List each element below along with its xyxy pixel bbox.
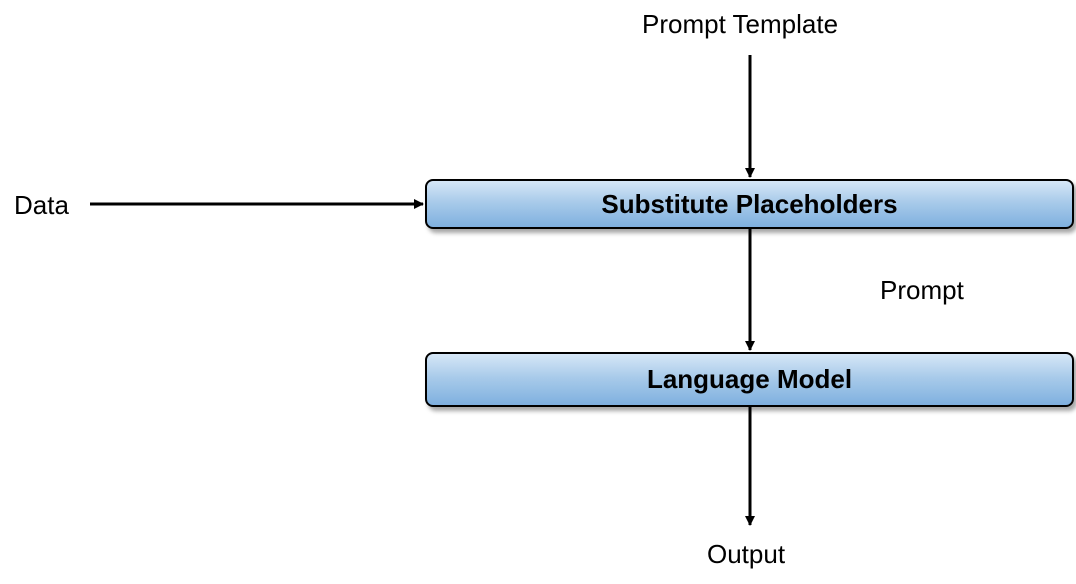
language-model-label: Language Model xyxy=(646,364,853,394)
prompt-label: Prompt xyxy=(880,275,964,305)
prompt-template-label: Prompt Template xyxy=(642,9,839,39)
language-model-box: Language Model xyxy=(425,352,1074,407)
output-label: Output xyxy=(707,539,786,569)
substitute-placeholders-label: Substitute Placeholders xyxy=(601,188,898,219)
data-label: Data xyxy=(14,190,69,220)
substitute-placeholders-box: Substitute Placeholders xyxy=(425,179,1074,229)
